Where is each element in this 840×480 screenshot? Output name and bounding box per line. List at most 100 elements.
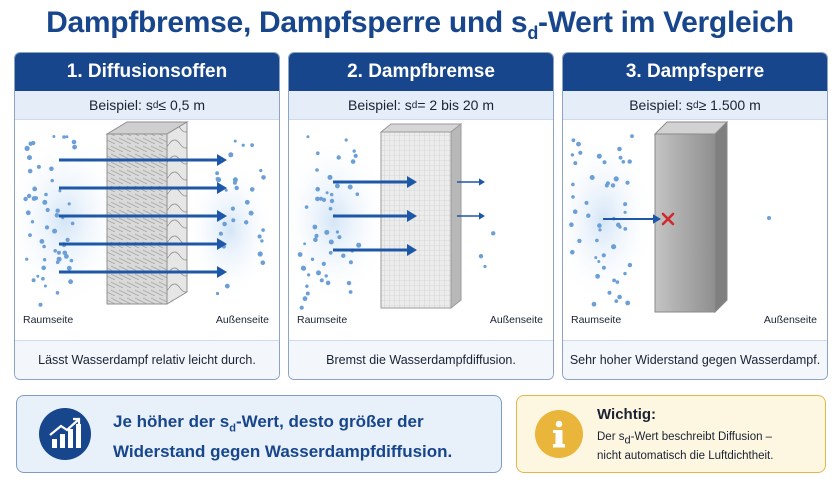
vapor-dot	[42, 199, 48, 205]
vapor-dot	[623, 210, 627, 214]
vapor-dot	[316, 270, 321, 276]
vapor-dot	[617, 146, 622, 152]
vapor-dot	[572, 209, 578, 214]
vapor-dot	[261, 228, 265, 232]
vapor-dot	[250, 143, 255, 147]
vapor-dot	[318, 196, 323, 201]
vapor-dot	[25, 210, 31, 216]
vapor-dot	[571, 138, 576, 143]
note-heading: Wichtig:	[597, 406, 657, 423]
insulation-layer	[166, 121, 188, 305]
vapor-dot	[321, 197, 327, 202]
vapor-dot	[218, 231, 223, 236]
vapor-dot	[45, 207, 50, 213]
vapor-dot	[597, 260, 601, 263]
vapor-dot	[325, 280, 331, 286]
vapor-dot	[767, 216, 771, 220]
diffusion-arrow-head	[217, 238, 227, 250]
panel-caption: Sehr hoher Widerstand gegen Wasserdampf.	[563, 340, 827, 379]
vapor-dot	[610, 183, 616, 188]
note-box: Wichtig: Der sd-Wert beschreibt Diffusio…	[516, 395, 826, 473]
vapor-dot	[58, 189, 62, 193]
vapor-dot	[38, 302, 43, 307]
vapor-dot	[302, 296, 308, 302]
vapor-dot	[630, 134, 634, 138]
vapor-dot	[623, 227, 628, 231]
vapor-dot	[596, 153, 602, 159]
vapor-dot	[257, 251, 263, 257]
vapor-dot	[347, 184, 353, 190]
diffusion-arrow-head	[217, 182, 227, 194]
vapor-dot	[316, 151, 320, 155]
vapor-dot	[573, 161, 578, 166]
panel-illustration: Raumseite Außenseite	[563, 120, 827, 340]
vapor-dot	[25, 257, 29, 261]
vapor-dot	[328, 239, 334, 245]
vapor-dot	[605, 181, 610, 186]
vapor-dot	[594, 256, 598, 260]
vapor-dot	[41, 265, 46, 271]
vapor-dot	[621, 160, 626, 164]
vapor-dot	[305, 291, 310, 296]
vapor-dot	[42, 258, 47, 262]
vapor-dot	[336, 155, 341, 160]
vapor-dot	[234, 185, 239, 191]
vapor-dot	[39, 239, 45, 244]
vapor-dot	[315, 196, 320, 202]
vapor-dot	[244, 199, 250, 205]
vapor-dot	[52, 135, 56, 138]
note-text: Der sd-Wert beschreibt Diffusion – nicht…	[597, 431, 774, 463]
info-icon	[535, 410, 583, 458]
vapor-dot	[55, 291, 60, 295]
diffusion-arrow-head	[217, 210, 227, 222]
vapor-dot	[623, 202, 628, 207]
vapor-dot	[257, 234, 262, 239]
vapor-dot	[50, 178, 54, 183]
vapor-dot	[231, 218, 236, 223]
vapor-dot	[571, 182, 575, 187]
vapor-dot	[24, 145, 30, 151]
osb-board	[106, 133, 168, 305]
vapor-dot	[297, 252, 303, 257]
vapor-dot	[26, 193, 32, 199]
vapor-dots	[297, 135, 496, 310]
vapor-dot	[618, 155, 623, 160]
vapor-dot	[261, 175, 266, 180]
vapor-dot	[36, 274, 40, 278]
vapor-dot	[23, 196, 28, 202]
panel-heading: 3. Dampfsperre	[563, 53, 827, 91]
vapor-dot	[623, 271, 627, 276]
vapor-dot	[617, 294, 622, 300]
vapor-dot	[307, 273, 311, 277]
vapor-dot	[62, 135, 66, 139]
vapor-dot	[483, 264, 487, 269]
vapor-dot	[569, 222, 574, 227]
vapor-dot	[328, 206, 333, 211]
label-outside: Außenseite	[215, 314, 269, 326]
vapor-dots	[23, 135, 266, 307]
vapor-dot	[613, 176, 619, 182]
vapor-dot	[616, 222, 621, 228]
chart-growth-icon	[39, 408, 91, 460]
vapor-dot	[578, 150, 583, 155]
retarder-diagram	[289, 122, 496, 310]
vapor-dot	[611, 244, 617, 250]
vapor-dot	[230, 206, 235, 211]
label-inside: Raumseite	[23, 314, 74, 326]
vapor-dot	[64, 254, 69, 259]
retarder-membrane	[380, 131, 452, 309]
vapor-dot	[260, 239, 264, 243]
vapor-dot	[329, 198, 335, 204]
vapor-dot	[337, 235, 342, 240]
vapor-dot	[43, 284, 47, 288]
vapor-dot	[314, 233, 319, 238]
vapor-dot	[27, 155, 32, 161]
barrier-diagram	[563, 120, 771, 314]
page-title: Dampfbremse, Dampfsperre und sd-Wert im …	[0, 6, 840, 44]
diffusion-arrows	[603, 214, 661, 224]
vapor-dot	[222, 221, 227, 227]
vapor-dot	[355, 192, 360, 196]
diffusion-arrow-head	[407, 210, 417, 222]
